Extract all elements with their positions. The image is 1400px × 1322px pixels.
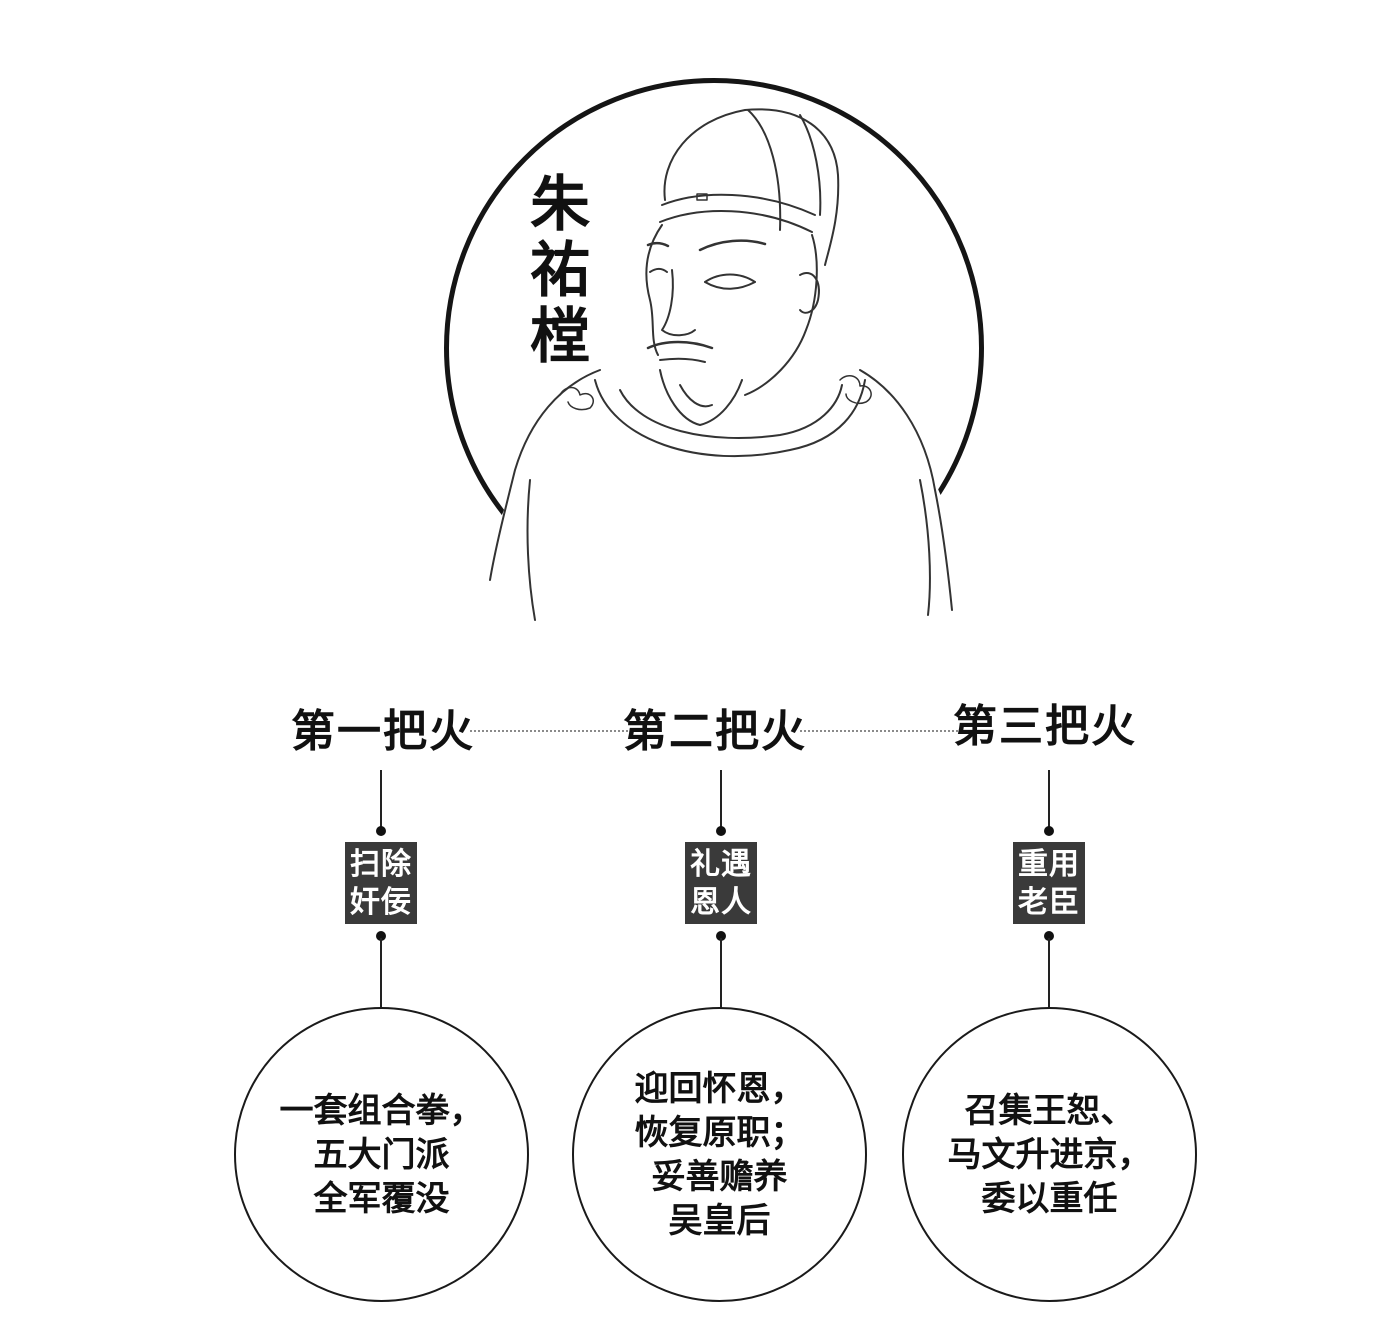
connector-line [380, 770, 382, 828]
dotted-connector [800, 730, 958, 732]
tag-line: 恩人 [690, 885, 752, 920]
connector-dot [716, 826, 726, 836]
tag-box-2: 礼遇 恩人 [685, 842, 757, 924]
detail-circle-1: 一套组合拳， 五大门派 全军覆没 [234, 1007, 529, 1302]
connector-line [1048, 770, 1050, 828]
connector-line [1048, 938, 1050, 1008]
fire-title-2: 第二把火 [623, 706, 807, 757]
connector-line [720, 770, 722, 828]
detail-line: 迎回怀恩， [634, 1068, 805, 1109]
tag-box-3: 重用 老臣 [1013, 842, 1085, 924]
detail-line: 马文升进京， [947, 1134, 1152, 1175]
tag-line: 重用 [1018, 847, 1080, 882]
emperor-portrait-icon [489, 108, 955, 640]
name-char: 祐 [530, 236, 590, 306]
detail-line: 召集王恕、 [964, 1090, 1135, 1131]
connector-dot [1044, 826, 1054, 836]
tag-line: 扫除 [350, 847, 412, 882]
dotted-connector [470, 730, 628, 732]
connector-line [380, 938, 382, 1008]
name-char: 朱 [530, 170, 590, 240]
emperor-name: 朱 祐 樘 [525, 172, 595, 370]
tag-line: 奸佞 [350, 885, 412, 920]
connector-dot [716, 931, 726, 941]
connector-dot [1044, 931, 1054, 941]
detail-circle-3: 召集王恕、 马文升进京， 委以重任 [902, 1007, 1197, 1302]
fire-title-1: 第一把火 [291, 706, 475, 757]
detail-circle-2: 迎回怀恩， 恢复原职； 妥善赡养 吴皇后 [572, 1007, 867, 1302]
detail-line: 一套组合拳， [279, 1090, 484, 1131]
detail-line: 吴皇后 [668, 1200, 771, 1241]
detail-line: 恢复原职； [634, 1112, 805, 1153]
connector-dot [376, 931, 386, 941]
name-char: 樘 [530, 302, 590, 372]
detail-line: 妥善赡养 [651, 1156, 788, 1197]
detail-line: 委以重任 [981, 1178, 1118, 1219]
tag-line: 老臣 [1018, 885, 1080, 920]
tag-box-1: 扫除 奸佞 [345, 842, 417, 924]
detail-line: 全军覆没 [313, 1178, 450, 1219]
connector-line [720, 938, 722, 1008]
connector-dot [376, 826, 386, 836]
detail-line: 五大门派 [313, 1134, 450, 1175]
tag-line: 礼遇 [690, 847, 752, 882]
fire-title-3: 第三把火 [953, 701, 1137, 752]
